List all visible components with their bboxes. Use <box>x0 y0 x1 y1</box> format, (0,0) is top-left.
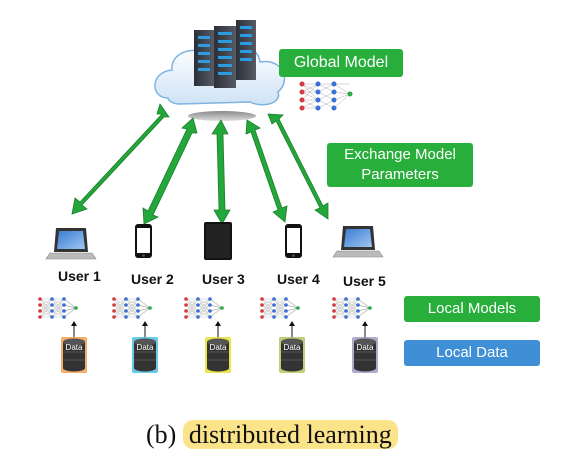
user-5-label: User 5 <box>343 273 386 289</box>
tablet-icon <box>204 222 232 260</box>
smartphone-icon <box>135 224 152 258</box>
database-icon: Data <box>352 337 378 373</box>
user-4-label: User 4 <box>277 271 320 287</box>
smartphone-icon <box>285 224 302 258</box>
arrow-user4 <box>245 119 288 223</box>
server-icon <box>194 20 256 88</box>
laptop-icon <box>45 228 97 260</box>
exchange-label-line2: Parameters <box>361 166 439 183</box>
figure-caption: (b) distributed learning <box>146 420 398 450</box>
data-label: Data <box>66 343 83 352</box>
caption-prefix: (b) <box>146 420 177 449</box>
user-2-label: User 2 <box>131 271 174 287</box>
laptop-icon <box>332 226 384 258</box>
database-icon: Data <box>132 337 158 373</box>
arrow-user1 <box>71 103 170 215</box>
exchange-parameters-label: Exchange Model Parameters <box>327 143 473 187</box>
user-1-label: User 1 <box>58 268 101 284</box>
local-data-label: Local Data <box>404 340 540 366</box>
database-icon: Data <box>61 337 87 373</box>
arrow-user5 <box>267 113 329 220</box>
platform-shadow <box>188 111 256 121</box>
neural-network-icon <box>112 297 152 319</box>
neural-network-icon <box>38 297 78 319</box>
neural-network-icon <box>184 297 224 319</box>
arrow-user2 <box>142 117 198 225</box>
exchange-label-line1: Exchange Model <box>344 146 456 163</box>
arrow-user3 <box>211 119 231 225</box>
database-icon: Data <box>279 337 305 373</box>
data-label: Data <box>284 343 301 352</box>
data-label: Data <box>357 343 374 352</box>
caption-highlight: distributed learning <box>182 420 398 449</box>
neural-network-icon <box>260 297 300 319</box>
database-icon: Data <box>205 337 231 373</box>
exchange-arrows <box>71 103 329 225</box>
neural-network-icon <box>299 81 353 111</box>
local-models-label: Local Models <box>404 296 540 322</box>
neural-network-icon <box>332 297 372 319</box>
user-3-label: User 3 <box>202 271 245 287</box>
data-label: Data <box>210 343 227 352</box>
data-label: Data <box>137 343 154 352</box>
global-model-label: Global Model <box>279 49 403 77</box>
